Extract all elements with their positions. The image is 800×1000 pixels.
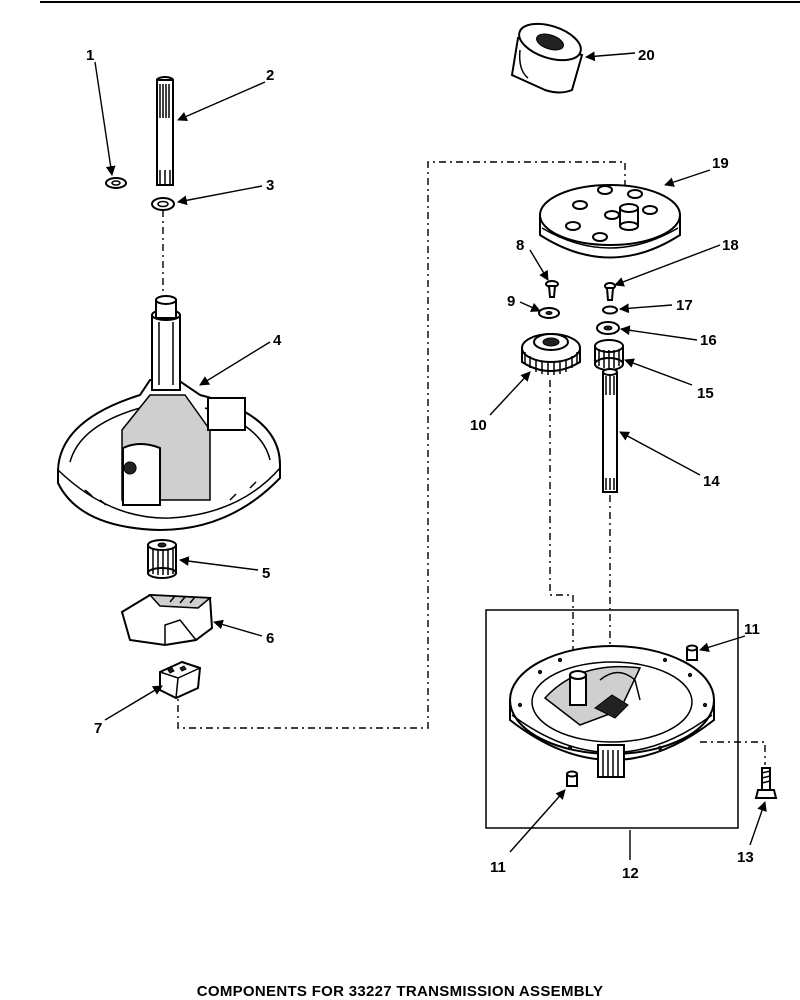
part-11-pin-lower [566,770,578,787]
callout-14: 14 [703,473,720,490]
callout-3: 3 [266,177,274,194]
part-7-shift-block [159,660,202,700]
callout-12: 12 [622,865,639,882]
part-17-washer [602,305,618,315]
callout-4: 4 [273,332,282,349]
part-2-spline-shaft [156,76,174,186]
callout-11-upper: 11 [744,621,760,638]
part-16-spacer [596,321,620,335]
part-18-screw [604,282,616,301]
part-5-pinion-gear [147,539,177,579]
callout-numbers: 1 2 3 4 5 6 7 8 9 10 11 11 12 13 14 15 1… [86,47,760,882]
part-4-transmission-housing [57,295,281,532]
part-15-pinion-gear [594,339,624,371]
part-12-base-plate-assembly [485,609,739,829]
callout-10: 10 [470,417,487,434]
callout-6: 6 [266,630,274,647]
callout-15: 15 [697,385,714,402]
callout-18: 18 [722,237,739,254]
callout-8: 8 [516,237,524,254]
part-1-retaining-ring [105,177,127,189]
callout-13: 13 [737,849,754,866]
part-6-shifter-fork [120,593,214,647]
part-10-drive-gear [521,333,581,375]
part-13-bolt [754,767,778,799]
callout-17: 17 [676,297,693,314]
callout-9: 9 [507,293,515,310]
callout-7: 7 [94,720,102,737]
callout-11-lower: 11 [490,859,506,876]
part-3-washer [151,197,175,211]
part-20-sleeve [510,22,584,94]
callout-1: 1 [86,47,94,64]
callout-19: 19 [712,155,729,172]
diagram-caption: COMPONENTS FOR 33227 TRANSMISSION ASSEMB… [196,983,604,1000]
assembly-dash-lines [162,161,766,765]
callout-16: 16 [700,332,717,349]
callout-2: 2 [266,67,274,84]
part-19-pulley [539,184,681,259]
part-14-shaft [602,368,618,493]
part-11-pin-upper [686,644,698,661]
callout-20: 20 [638,47,655,64]
callout-5: 5 [262,565,270,582]
part-8-screw [545,280,559,298]
leader-lines [94,51,767,860]
part-9-washer [538,307,560,319]
